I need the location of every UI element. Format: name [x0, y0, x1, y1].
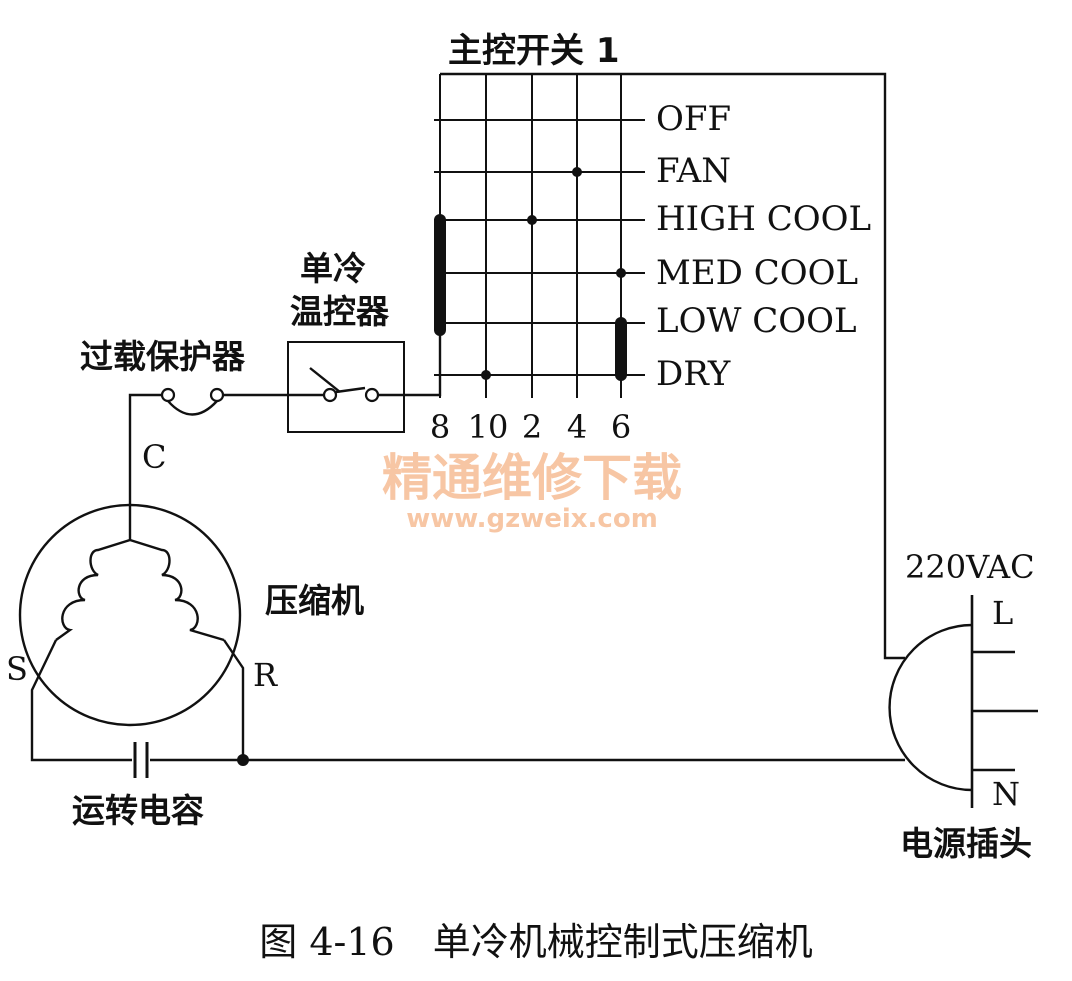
mode-label-med-cool: MED COOL: [656, 253, 858, 293]
terminal-r-label: R: [253, 656, 278, 694]
terminal-label-4: 4: [567, 408, 587, 446]
thermostat-label-line1: 单冷: [300, 249, 366, 288]
mode-label-low-cool: LOW COOL: [656, 301, 857, 341]
thermostat-label-line2: 温控器: [290, 292, 390, 331]
wiring: [30, 72, 905, 766]
switch-title: 主控开关 1: [448, 31, 620, 71]
terminal-c-label: C: [142, 438, 166, 476]
wire-switch-to-thermostat: [378, 330, 442, 397]
plug-terminal-n: N: [992, 775, 1020, 813]
contact-dot-fan: [572, 167, 582, 177]
watermark-title: 精通维修下载: [382, 449, 682, 507]
plug-label: 电源插头: [900, 824, 1032, 863]
terminal-s-label: S: [6, 650, 28, 688]
wire-r-lead: [223, 639, 245, 760]
mode-label-high-cool: HIGH COOL: [656, 199, 871, 239]
terminal-label-10: 10: [468, 408, 509, 446]
wire-line-to-plug: [440, 72, 905, 660]
terminal-label-8: 8: [430, 408, 450, 446]
watermark-url: www.gzweix.com: [406, 504, 658, 534]
power-plug: [888, 595, 1038, 808]
plug-voltage: 220VAC: [905, 548, 1035, 586]
thermostat: [287, 341, 405, 433]
overload-label: 过载保护器: [80, 337, 246, 376]
run-capacitor: [133, 742, 149, 778]
compressor-label: 压缩机: [265, 581, 364, 620]
junction-dot: [237, 754, 249, 766]
mode-label-dry: DRY: [656, 354, 731, 394]
wire-overload-to-c: [128, 393, 162, 535]
contact-dot-dry: [481, 370, 491, 380]
contact-dot-high-cool: [527, 215, 537, 225]
compressor-symbol: [18, 503, 242, 727]
mode-label-fan: FAN: [656, 151, 731, 191]
overload-protector: [160, 387, 225, 416]
main-switch-grid: [434, 74, 645, 398]
mode-label-off: OFF: [656, 99, 731, 139]
wire-s-to-capacitor: [30, 639, 132, 762]
plug-terminal-l: L: [992, 594, 1013, 632]
switch-contacts: [434, 167, 627, 381]
terminal-label-6: 6: [611, 408, 631, 446]
figure-caption: 图 4-16 单冷机械控制式压缩机: [259, 920, 812, 964]
terminal-label-2: 2: [522, 408, 542, 446]
contact-dot-med-cool: [616, 268, 626, 278]
capacitor-label: 运转电容: [72, 791, 204, 830]
